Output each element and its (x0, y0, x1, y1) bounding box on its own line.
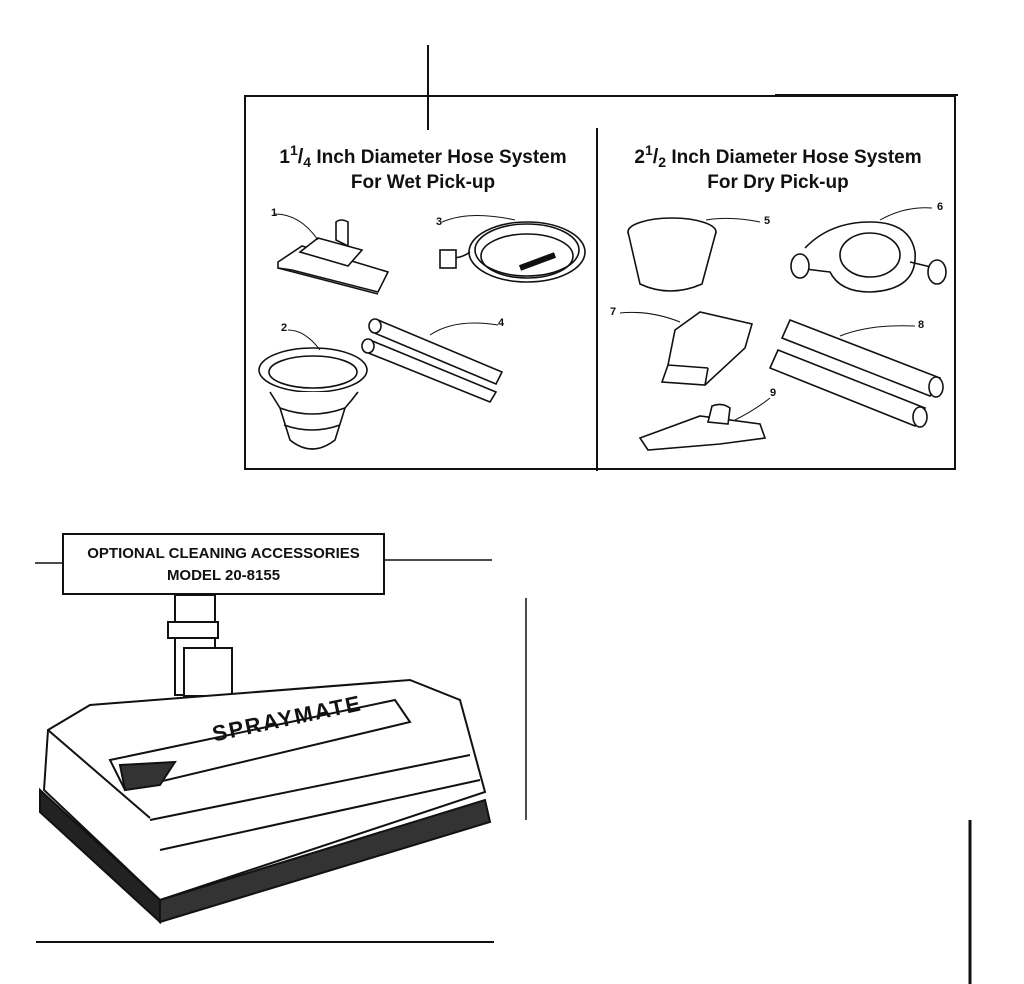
wet-fraction-num: 1 (289, 142, 298, 158)
dry-title-line2: For Dry Pick-up (707, 172, 849, 193)
callout-leader (441, 214, 516, 223)
callout-7: 7 (610, 306, 617, 318)
callout-8: 8 (918, 319, 925, 331)
dry-title-line1: Inch Diameter Hose System (671, 147, 922, 168)
wet-wands-icon (361, 318, 504, 403)
callout-6: 6 (937, 201, 944, 213)
dry-fraction-whole: 2 (634, 147, 645, 168)
accessories-label-line1: OPTIONAL CLEANING ACCESSORIES (87, 545, 360, 562)
wet-title-line2: For Wet Pick-up (350, 172, 496, 193)
wet-fraction-den: 4 (303, 154, 312, 170)
wet-floor-nozzle-icon (277, 219, 390, 295)
wet-fraction-whole: 1 (279, 147, 290, 168)
dry-system-title: 21/2 Inch Diameter Hose System (600, 142, 956, 171)
dry-hose-icon (790, 221, 947, 293)
callout-leader (839, 325, 916, 337)
callout-leader (705, 217, 761, 223)
dry-wands-icon (768, 318, 944, 428)
callout-3: 3 (436, 216, 443, 228)
dry-fraction-num: 1 (644, 142, 653, 158)
wet-system-title: 11/4 Inch Diameter Hose System (250, 142, 596, 171)
panel-divider (596, 128, 598, 471)
callout-2: 2 (281, 322, 288, 334)
dry-filter-icon (627, 217, 717, 292)
dry-fraction: 21/2 (634, 142, 667, 170)
wet-bucket-icon (258, 347, 368, 450)
wet-title-line1: Inch Diameter Hose System (316, 147, 567, 168)
callout-1: 1 (271, 207, 278, 219)
callout-leader (734, 397, 771, 421)
callout-4: 4 (498, 317, 505, 329)
power-nozzle-icon (39, 594, 492, 925)
callout-5: 5 (764, 215, 771, 227)
accessories-panel (244, 95, 956, 470)
dry-upholstery-tool-icon (660, 311, 754, 386)
dry-fraction-den: 2 (658, 154, 667, 170)
callout-leader (274, 213, 319, 241)
wet-hose-icon (439, 221, 586, 283)
accessories-label-line2: MODEL 20-8155 (166, 567, 281, 584)
callout-leader (879, 207, 933, 221)
accessories-label: OPTIONAL CLEANING ACCESSORIES MODEL 20-8… (62, 533, 385, 595)
callout-leader (287, 329, 321, 351)
callout-leader (619, 311, 681, 323)
callout-9: 9 (770, 387, 777, 399)
wet-fraction: 11/4 (279, 142, 312, 170)
dry-floor-nozzle-icon (638, 403, 767, 451)
callout-leader (429, 322, 499, 336)
